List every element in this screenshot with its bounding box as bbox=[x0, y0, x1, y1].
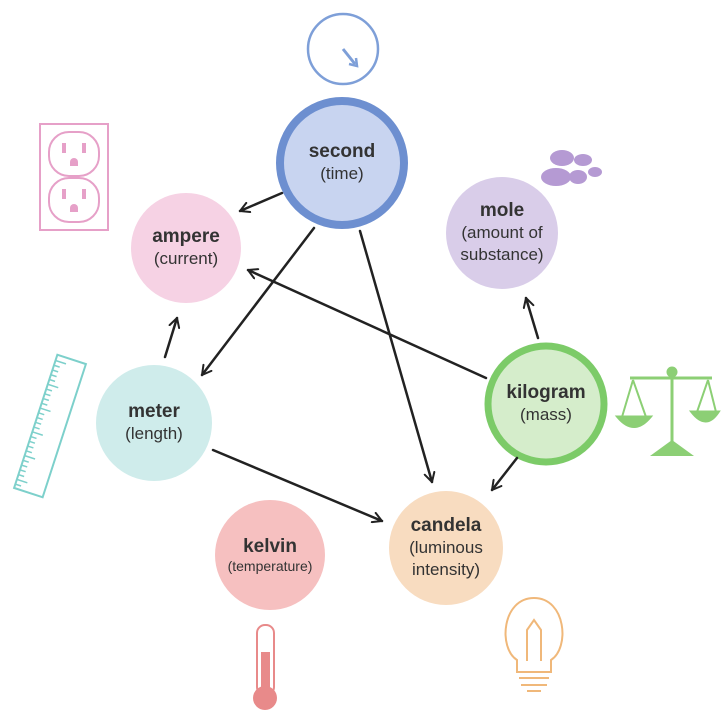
ruler-tick bbox=[21, 464, 28, 468]
ruler-tick bbox=[19, 469, 26, 473]
ampere-quantity: (current) bbox=[153, 249, 219, 268]
kelvin-node: kelvin (temperature) bbox=[215, 500, 325, 610]
ruler-tick bbox=[53, 364, 60, 368]
molecules-icon bbox=[541, 150, 602, 186]
kelvin-circle bbox=[215, 500, 325, 610]
candela-quantity-line1: (luminous bbox=[409, 538, 483, 557]
second-circle bbox=[276, 97, 408, 229]
second-quantity: (time) bbox=[320, 164, 364, 183]
ruler-tick bbox=[42, 397, 50, 402]
ampere-node: ampere (current) bbox=[131, 193, 241, 303]
ruler-tick bbox=[18, 473, 25, 478]
ruler-tick bbox=[25, 450, 33, 454]
ruler-tick bbox=[46, 388, 53, 392]
arrow-kilogram-to-mole bbox=[522, 296, 540, 340]
ruler-tick bbox=[22, 459, 30, 463]
second-name: second bbox=[308, 141, 376, 162]
lightbulb-icon bbox=[504, 596, 564, 692]
arrow-meter-to-ampere bbox=[163, 316, 181, 359]
mole-node: mole (amount of substance) bbox=[446, 177, 558, 289]
candela-quantity-line2: intensity) bbox=[411, 560, 481, 579]
ampere-name: ampere bbox=[152, 226, 220, 247]
ampere-circle bbox=[131, 193, 241, 303]
mole-name: mole bbox=[479, 200, 525, 221]
arrow-kilogram-to-candela bbox=[490, 456, 519, 492]
ruler-tick bbox=[39, 407, 51, 413]
candela-circle bbox=[389, 491, 503, 605]
kilogram-quantity: (mass) bbox=[520, 405, 572, 424]
arrow-second-to-candela bbox=[358, 229, 436, 484]
ruler-tick bbox=[52, 369, 59, 373]
kilogram-node: kilogram (mass) bbox=[488, 346, 604, 462]
mole-quantity-line2: substance) bbox=[460, 245, 544, 264]
ruler-tick bbox=[55, 359, 67, 365]
kilogram-circle bbox=[484, 342, 608, 466]
ruler-tick bbox=[16, 478, 28, 484]
kelvin-quantity: (temperature) bbox=[227, 557, 313, 574]
second-node: second (time) bbox=[280, 101, 404, 225]
ruler-icon bbox=[12, 353, 88, 499]
ruler-tick bbox=[49, 378, 56, 383]
candela-node: candela (luminous intensity) bbox=[389, 491, 503, 605]
meter-node: meter (length) bbox=[96, 365, 212, 481]
arrow-second-to-meter bbox=[200, 226, 316, 377]
kelvin-name: kelvin bbox=[243, 535, 297, 557]
outlet-icon bbox=[39, 123, 109, 231]
clock-icon bbox=[306, 12, 380, 86]
ruler-tick bbox=[15, 483, 22, 487]
ruler-tick bbox=[29, 440, 36, 444]
ruler-tick bbox=[44, 393, 51, 397]
ruler-tick bbox=[36, 416, 43, 421]
ruler-tick bbox=[32, 431, 44, 436]
ruler-tick bbox=[33, 426, 40, 430]
candela-name: candela bbox=[410, 515, 482, 536]
meter-name: meter bbox=[128, 401, 180, 422]
ruler-tick bbox=[35, 421, 42, 425]
ruler-tick bbox=[47, 383, 59, 389]
scale-icon bbox=[614, 366, 721, 456]
mole-quantity-line1: (amount of bbox=[461, 223, 543, 242]
ruler-tick bbox=[41, 402, 48, 406]
mole-circle bbox=[446, 177, 558, 289]
ruler-tick bbox=[30, 435, 37, 440]
arrow-meter-to-candela bbox=[211, 448, 384, 524]
ruler-tick bbox=[38, 412, 45, 416]
ruler-tick bbox=[50, 374, 57, 378]
arrow-second-to-ampere bbox=[238, 191, 284, 214]
thermometer-icon bbox=[253, 624, 277, 710]
meter-quantity: (length) bbox=[125, 424, 183, 443]
meter-circle bbox=[96, 365, 212, 481]
ruler-tick bbox=[27, 445, 34, 449]
arrow-kilogram-to-ampere bbox=[246, 268, 488, 380]
ruler-tick bbox=[24, 454, 36, 460]
kilogram-name: kilogram bbox=[506, 382, 586, 403]
